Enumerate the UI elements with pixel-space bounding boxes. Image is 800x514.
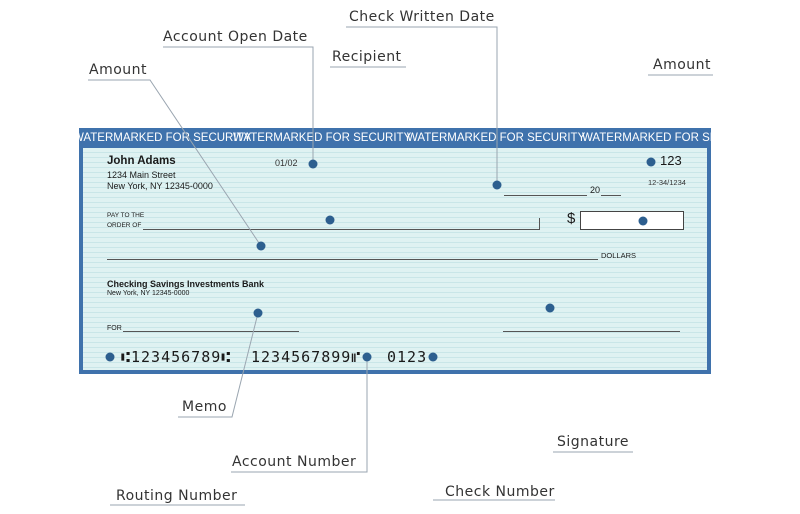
signature-line <box>503 331 680 332</box>
check-body: John Adams 1234 Main Street New York, NY… <box>83 148 707 370</box>
label-check-written-date: Check Written Date <box>349 9 495 25</box>
owner-address-line1: 1234 Main Street <box>107 170 176 180</box>
micr-check-number: 0123 <box>387 348 428 366</box>
marker-amount-numeric <box>638 216 648 226</box>
micr-account-number: 1234567899⑈ <box>251 348 362 366</box>
label-check-number: Check Number <box>445 484 555 500</box>
marker-account-number <box>362 352 372 362</box>
marker-memo <box>253 308 263 318</box>
watermark-text: WATERMARKED FOR SECURITY <box>407 132 586 144</box>
leader-account-open-date <box>163 46 314 164</box>
watermark-strip: WATERMARKED FOR SECURITY WATERMARKED FOR… <box>79 128 711 148</box>
bank-address: New York, NY 12345-0000 <box>107 290 190 297</box>
memo-line <box>123 331 299 332</box>
account-open-date-value: 01/02 <box>275 158 298 168</box>
owner-name: John Adams <box>107 155 176 167</box>
label-account-number: Account Number <box>232 454 357 470</box>
payee-line-end <box>539 218 540 230</box>
watermark-text: WATERMARKED FOR SECURITY <box>233 132 412 144</box>
label-amount-numeric: Amount <box>653 57 712 73</box>
owner-address-line2: New York, NY 12345-0000 <box>107 181 213 191</box>
check: WATERMARKED FOR SECURITY WATERMARKED FOR… <box>79 128 711 374</box>
label-amount-words: Amount <box>89 62 148 78</box>
watermark-text: WATERMARKED FOR SECURITY <box>582 132 711 144</box>
order-of-label: ORDER OF <box>107 222 142 229</box>
watermark-text: WATERMARKED FOR SECURITY <box>79 132 252 144</box>
amount-words-line <box>107 259 598 260</box>
memo-label: FOR <box>107 325 122 332</box>
date-line <box>504 195 587 196</box>
marker-amount-words <box>256 241 266 251</box>
amount-box <box>580 211 684 230</box>
fraction-code: 12-34/1234 <box>648 178 686 187</box>
marker-account-open-date <box>308 159 318 169</box>
date-year-prefix: 20 <box>590 185 601 195</box>
marker-recipient <box>325 215 335 225</box>
micr-routing-number: ⑆123456789⑆ <box>121 348 232 366</box>
check-number-value: 123 <box>660 153 682 168</box>
dollars-label: DOLLARS <box>601 251 637 260</box>
label-routing-number: Routing Number <box>116 488 238 504</box>
marker-check-written-date <box>492 180 502 190</box>
label-signature: Signature <box>557 434 630 450</box>
marker-signature <box>545 303 555 313</box>
bank-name: Checking Savings Investments Bank <box>107 279 265 289</box>
marker-routing-number <box>105 352 115 362</box>
label-memo: Memo <box>182 399 227 415</box>
marker-check-number <box>428 352 438 362</box>
leader-amount-words <box>88 79 262 247</box>
marker-check-number-top <box>646 157 656 167</box>
payee-line <box>143 229 539 230</box>
label-account-open-date: Account Open Date <box>163 29 308 45</box>
leader-check-written-date <box>346 26 498 185</box>
label-recipient: Recipient <box>332 49 402 65</box>
leader-account-number <box>231 357 368 473</box>
pay-to-label: PAY TO THE <box>107 212 145 219</box>
leader-memo <box>178 312 259 418</box>
dollar-sign: $ <box>567 210 576 227</box>
date-year-line <box>601 195 621 196</box>
